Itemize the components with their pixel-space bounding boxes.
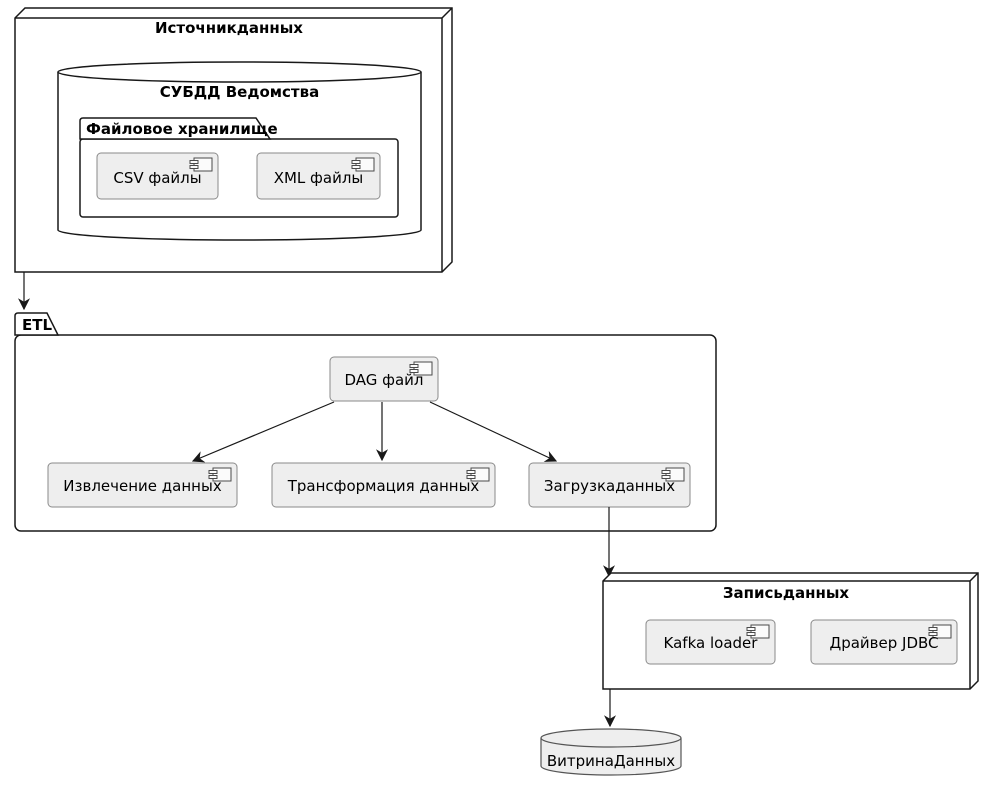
package-etl-tab — [14, 312, 60, 336]
component-xml-files-box — [256, 152, 381, 200]
component-csv-files-label: CSV файлы — [113, 169, 201, 187]
node-sources: Источникданных СУБДД Ведомства Файловое … — [14, 7, 453, 273]
folder-file-storage-tab — [79, 117, 272, 140]
component-xml-files: XML файлы — [256, 152, 381, 200]
component-jdbc-driver-label: Драйвер JDBC — [829, 634, 938, 652]
component-csv-files: CSV файлы — [96, 152, 219, 200]
database-data-mart: ВитринаДанных — [540, 728, 682, 776]
node-write-title: Записьданных — [723, 584, 850, 602]
node-sources-3d-edges — [15, 7, 453, 272]
component-load-label: Загрузкаданных — [544, 477, 675, 495]
component-extract: Извлечение данных — [47, 462, 238, 508]
database-data-mart-label: ВитринаДанных — [547, 752, 675, 770]
node-write: Записьданных Kafka loader Драйвер JDBC — [602, 572, 979, 690]
folder-file-storage: Файловое хранилище CSV файлы XML файлы — [79, 117, 399, 218]
component-jdbc-driver: Драйвер JDBC — [810, 619, 958, 665]
component-csv-files-box — [96, 152, 219, 200]
component-extract-label: Извлечение данных — [63, 477, 222, 495]
arrow-dag-to-load — [429, 401, 558, 462]
component-transform-label: Трансформация данных — [287, 477, 480, 495]
node-sources-title: Источникданных — [155, 19, 303, 37]
component-kafka-loader-label: Kafka loader — [664, 634, 759, 652]
component-transform: Трансформация данных — [271, 462, 496, 508]
folder-file-storage-title: Файловое хранилище — [86, 120, 278, 138]
database-data-mart-body — [540, 738, 682, 776]
component-xml-files-label: XML файлы — [274, 169, 364, 187]
component-extract-box — [47, 462, 238, 508]
node-write-3d-edges — [603, 572, 979, 689]
component-transform-box — [271, 462, 496, 508]
component-dag-file: DAG файл — [329, 356, 439, 402]
package-etl: ETL DAG файл Извлечение данных Трансформ… — [14, 312, 717, 532]
database-agency-dbms-title: СУБДД Ведомства — [160, 83, 319, 101]
database-agency-dbms-top — [57, 61, 422, 83]
component-jdbc-driver-box — [810, 619, 958, 665]
component-kafka-loader-box — [645, 619, 776, 665]
database-agency-dbms: СУБДД Ведомства Файловое хранилище CSV ф… — [57, 61, 422, 241]
arrow-dag-to-extract — [191, 401, 335, 463]
component-load: Загрузкаданных — [528, 462, 691, 508]
database-data-mart-top — [540, 728, 682, 748]
component-dag-file-label: DAG файл — [344, 371, 423, 389]
package-etl-title: ETL — [22, 316, 52, 334]
component-kafka-loader: Kafka loader — [645, 619, 776, 665]
